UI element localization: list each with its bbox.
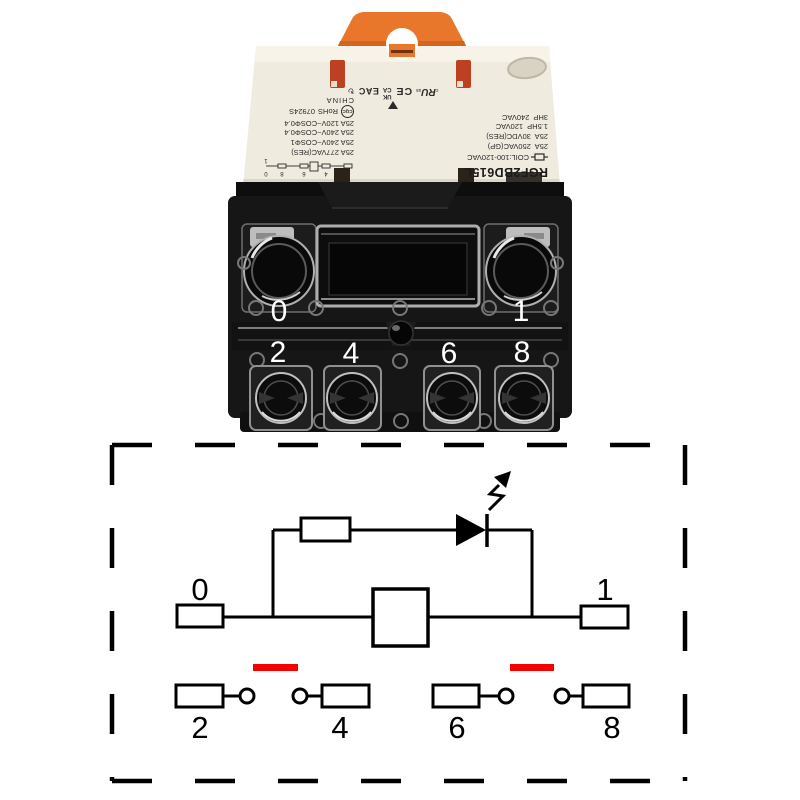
schematic-terminal-6-label: 6 xyxy=(448,710,465,745)
rating-line: 3HP 240VAC xyxy=(502,112,548,122)
label-mini-schematic: 2 4 6 8 0 1 xyxy=(264,158,353,176)
terminal-6-cover xyxy=(423,365,481,431)
eac-mark-icon: EAC xyxy=(358,86,379,96)
terminal-2-cover xyxy=(249,365,313,431)
rating-line: 1.5HP 120VAC xyxy=(495,122,548,132)
schematic-terminal-6 xyxy=(431,683,481,709)
photo-terminal-6-label: 6 xyxy=(441,337,458,370)
coil-spec: COIL:100-120VAC xyxy=(467,152,529,162)
schematic-terminal-8 xyxy=(581,683,631,709)
rohs-label: RoHS xyxy=(317,107,338,117)
photo-terminal-8-label: 8 xyxy=(514,336,531,369)
rating-line: 25A 240V~COSΦ0.4 xyxy=(284,128,354,138)
label-spec-column: RGF2BD615L COIL:100-120VAC 25A 250VAC(GP… xyxy=(432,86,548,180)
contact-point xyxy=(238,687,256,705)
rating-line: 25A 30VDC(RES) xyxy=(486,132,548,142)
contact-point xyxy=(553,687,571,705)
schematic-terminal-0 xyxy=(175,603,225,629)
schematic-resistor xyxy=(299,516,352,543)
ul-mark-icon: cRUus xyxy=(416,86,439,97)
din-clip xyxy=(338,12,466,60)
contact-state-bar xyxy=(510,664,554,671)
mini-terminal-label: 1 xyxy=(264,158,268,163)
rating-line: 25A 277VAC(RES) xyxy=(291,148,354,157)
schematic-terminal-1 xyxy=(579,604,630,630)
relay-product-illustration: 0 1 2 4 6 8 xyxy=(228,12,572,432)
ce-mark-icon: CE xyxy=(395,85,413,98)
mini-terminal-label: 6 xyxy=(302,170,306,176)
mini-terminal-label: 8 xyxy=(280,170,284,176)
terminal-0-screw xyxy=(241,223,317,313)
contact-point xyxy=(291,687,309,705)
relay-photo: 0 1 2 4 6 8 RGF2BD615L COIL:100-120VAC xyxy=(228,12,572,432)
diagram-border xyxy=(109,442,688,784)
led-light-arrow-icon xyxy=(486,471,511,512)
mini-terminal-label: 4 xyxy=(324,170,328,176)
label-ratings-column: 2 4 6 8 0 1 25A 277VAC(RES) 25A 240V~COS… xyxy=(252,86,354,180)
schematic-terminal-0-label: 0 xyxy=(191,572,208,607)
cqc-mark-icon: CQC xyxy=(341,105,354,118)
photo-terminal-4-label: 4 xyxy=(343,337,360,370)
contact-state-bar xyxy=(253,664,298,671)
housing-pin-slot xyxy=(334,168,350,184)
terminal-4-cover xyxy=(323,365,382,431)
coil-symbol-icon xyxy=(531,153,548,161)
housing-pin-slot xyxy=(458,168,474,184)
led-indicator xyxy=(386,320,416,346)
vent-holes xyxy=(237,256,564,429)
safety-isolation-mark-icon xyxy=(388,100,398,109)
batch-code: 07924S xyxy=(289,107,315,117)
housing-pin-slot xyxy=(506,172,542,184)
contact-point xyxy=(497,687,515,705)
photo-terminal-0-label: 0 xyxy=(271,295,288,328)
schematic-terminal-8-label: 8 xyxy=(603,710,620,745)
mounting-hole xyxy=(507,56,547,80)
mini-terminal-label: 2 xyxy=(346,170,350,176)
model-number: RGF2BD615L xyxy=(464,165,548,179)
contact-pair-6-8 xyxy=(431,664,631,709)
schematic-led-diode xyxy=(456,514,489,547)
schematic-coil xyxy=(371,587,430,648)
wiring-diagram: 0 1 2 4 6 8 xyxy=(109,442,688,784)
country-of-origin: CHINA xyxy=(325,96,354,105)
relay-body: 0 1 2 4 6 8 xyxy=(228,182,572,432)
contact-pair-2-4 xyxy=(174,664,371,709)
marker-window xyxy=(315,224,481,308)
mini-terminal-label: 0 xyxy=(264,170,268,176)
rating-line: 25A 240V~COSΦ1 xyxy=(290,138,354,148)
schematic-terminal-4 xyxy=(320,683,371,709)
terminal-8-cover xyxy=(494,365,554,431)
product-label: RGF2BD615L COIL:100-120VAC 25A 250VAC(GP… xyxy=(252,86,548,180)
schematic-terminal-4-label: 4 xyxy=(331,710,348,745)
schematic-terminal-2 xyxy=(174,683,225,709)
photo-terminal-2-label: 2 xyxy=(270,336,287,369)
schematic-terminal-1-label: 1 xyxy=(596,572,613,607)
terminal-covers xyxy=(249,365,554,431)
rating-line: 25A 120V~COSΦ0.4 xyxy=(284,118,354,128)
terminal-1-screw xyxy=(483,223,559,313)
photo-terminal-1-label: 1 xyxy=(513,295,530,328)
schematic-terminal-2-label: 2 xyxy=(191,710,208,745)
rating-line: 25A 250VAC(GP) xyxy=(487,142,548,151)
